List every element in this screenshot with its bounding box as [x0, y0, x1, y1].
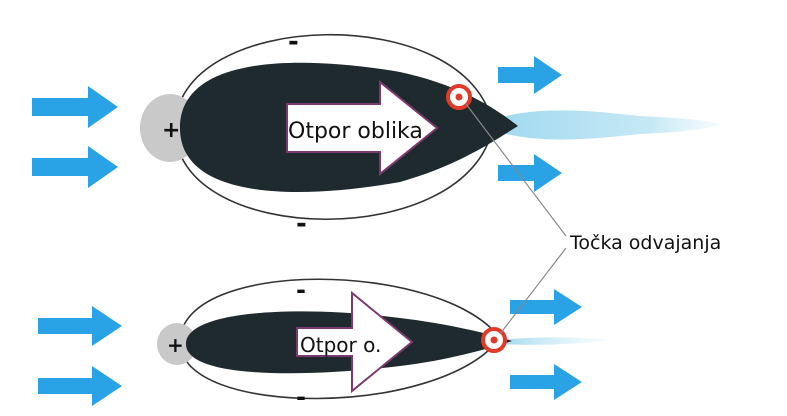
top-wake	[492, 110, 722, 140]
flow-arrow	[32, 146, 118, 188]
flow-arrow	[510, 289, 582, 325]
flow-arrow	[498, 56, 562, 94]
bottom-outgoing-flow-arrows	[510, 289, 582, 400]
top-incoming-flow-arrows	[32, 86, 118, 188]
bottom-upper-minus-sign: -	[296, 276, 306, 304]
bottom-lower-minus-sign: -	[296, 383, 306, 411]
top-front-plus-sign: +	[162, 118, 180, 143]
top-upper-minus-sign: -	[288, 27, 299, 57]
flow-arrow	[38, 366, 122, 406]
top-body-group: Otpor oblika + - -	[140, 27, 722, 239]
bottom-separation-point-core	[490, 336, 498, 344]
flow-arrow	[498, 154, 562, 192]
bottom-drag-label: Otpor o.	[300, 333, 381, 357]
top-drag-label: Otpor oblika	[288, 119, 423, 144]
separation-callout: Točka odvajanja	[465, 103, 721, 335]
bottom-wake	[500, 337, 612, 345]
flow-arrow	[510, 364, 582, 400]
callout-line-bottom	[499, 247, 567, 335]
bottom-drag-arrow	[296, 290, 414, 394]
top-drag-arrow	[286, 79, 439, 177]
top-separation-point-core	[455, 93, 463, 101]
flow-arrow	[32, 86, 118, 128]
separation-point-label: Točka odvajanja	[569, 232, 721, 254]
bottom-front-plus-sign: +	[167, 333, 184, 357]
bottom-front-pressure-zone	[157, 323, 197, 365]
top-outgoing-flow-arrows	[498, 56, 562, 192]
flow-arrow	[38, 306, 122, 346]
top-lower-minus-sign: -	[296, 209, 307, 239]
bottom-incoming-flow-arrows	[38, 306, 122, 406]
callout-line-top	[465, 103, 567, 237]
bottom-body-group: Otpor o. + - -	[157, 276, 612, 411]
